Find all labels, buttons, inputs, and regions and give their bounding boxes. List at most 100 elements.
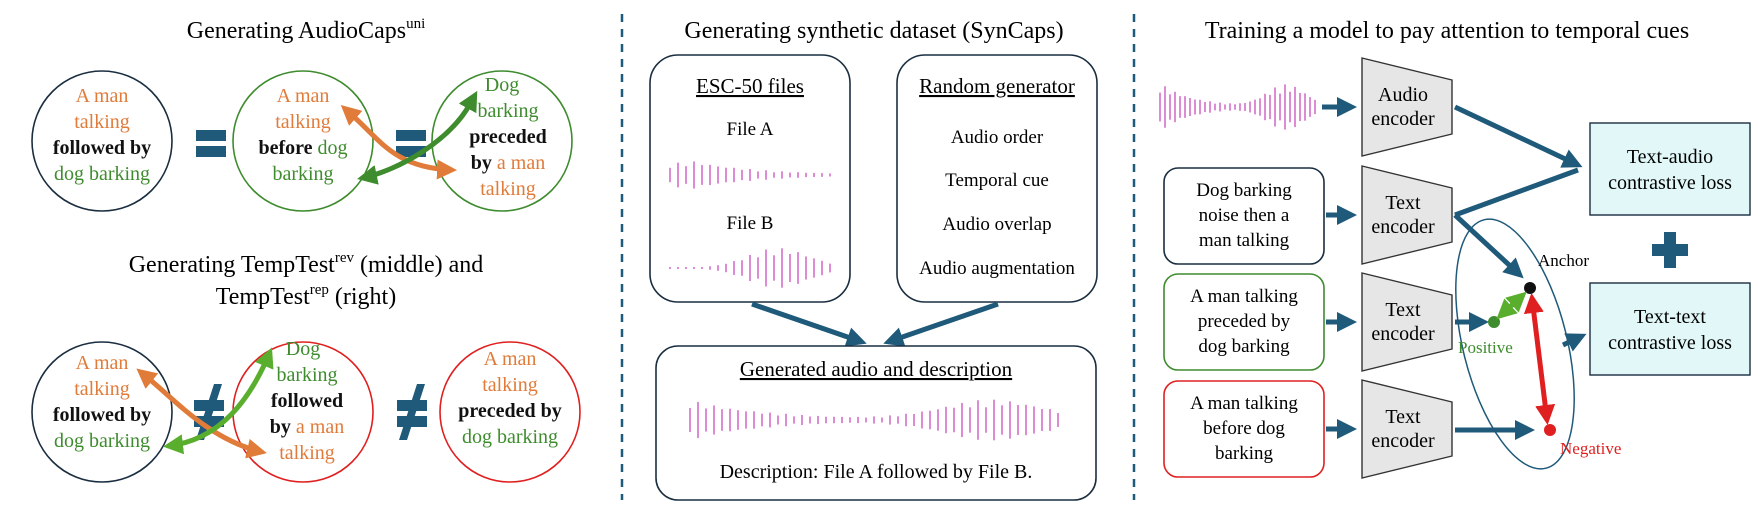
negative-point <box>1544 424 1556 436</box>
text-audio-loss-label-1: Text-audio <box>1627 146 1713 168</box>
caption-negative-line2: before dog <box>1203 418 1285 439</box>
circle-f-line1: A man <box>484 348 537 370</box>
circle-b-line4: barking <box>272 163 333 185</box>
circle-original-caption <box>31 70 173 212</box>
waveform-file-b <box>669 248 831 288</box>
text-text-loss-label-1: Text-text <box>1634 306 1706 328</box>
generator-item-audio-augmentation: Audio augmentation <box>919 258 1075 279</box>
circle-d-line1: A man <box>76 352 129 374</box>
generator-item-audio-overlap: Audio overlap <box>942 214 1051 235</box>
circle-a-line2: talking <box>74 111 130 133</box>
circle-f-line2: talking <box>482 374 538 396</box>
waveform-generated <box>689 399 1059 441</box>
circle-b-line2: talking <box>275 111 331 133</box>
caption-box-positive <box>1163 273 1325 371</box>
not-equal-icon <box>397 384 427 440</box>
arrow-text-to-anchor <box>1453 213 1524 279</box>
text-encoder-3-label-2: encoder <box>1371 430 1435 452</box>
circle-temptest-rep <box>439 341 581 483</box>
arrow-anchor-positive <box>1496 291 1527 320</box>
waveform-input-audio <box>1159 84 1316 130</box>
caption-positive-line2: preceded by <box>1198 311 1291 332</box>
caption-anchor-line1: Dog barking <box>1196 180 1292 201</box>
text-encoder-2 <box>1361 272 1453 372</box>
circle-e-line1: Dog <box>286 338 320 360</box>
caption-negative-line1: A man talking <box>1190 393 1298 414</box>
anchor-point <box>1524 282 1536 294</box>
text-encoder-1-label-2: encoder <box>1371 216 1435 238</box>
arrow-anchor-negative <box>1523 293 1556 425</box>
audio-encoder <box>1361 57 1453 157</box>
arrow-text-to-loss <box>1454 167 1579 218</box>
audio-encoder-label-1: Audio <box>1378 84 1428 106</box>
negative-label: Negative <box>1560 439 1621 458</box>
generator-item-audio-order: Audio order <box>951 127 1044 148</box>
circle-c-line2: barking <box>477 100 538 122</box>
generated-output-box <box>655 345 1097 501</box>
circle-c-line1: Dog <box>485 74 519 96</box>
circle-d-line4: dog barking <box>54 430 150 452</box>
circle-f-line3: preceded by <box>458 400 562 422</box>
swap-arrow-green-bottom <box>163 347 274 455</box>
circle-e-line4: by a man <box>270 416 344 438</box>
plus-icon <box>1652 232 1688 268</box>
caption-box-negative <box>1163 380 1325 478</box>
generator-title: Random generator <box>919 74 1075 98</box>
circle-c-line4: by a man <box>471 152 545 174</box>
file-b-label: File B <box>727 213 774 234</box>
panel-audiocaps-uni: Generating AudioCapsuni A man talking fo… <box>31 16 573 212</box>
text-encoder-3 <box>1361 379 1453 479</box>
generator-item-temporal-cue: Temporal cue <box>945 170 1049 191</box>
anchor-label: Anchor <box>1538 251 1589 270</box>
caption-positive-line3: dog barking <box>1198 336 1290 357</box>
caption-positive-line1: A man talking <box>1190 286 1298 307</box>
circle-d-line2: talking <box>74 378 130 400</box>
panel-temptest: Generating TempTestrev (middle) and Temp… <box>31 250 581 483</box>
circle-a-line1: A man <box>76 85 129 107</box>
caption-box-anchor <box>1163 167 1325 265</box>
circle-c-line5: talking <box>480 178 536 200</box>
text-text-loss-box <box>1589 282 1751 376</box>
caption-anchor-line2: noise then a <box>1199 205 1290 226</box>
positive-point <box>1488 316 1500 328</box>
text-encoder-3-label-1: Text <box>1385 406 1421 428</box>
esc50-title: ESC-50 files <box>696 74 804 98</box>
output-title: Generated audio and description <box>740 357 1013 381</box>
panel2-title: Generating synthetic dataset (SynCaps) <box>684 18 1063 44</box>
text-audio-loss-box <box>1589 122 1751 216</box>
circle-f-line4: dog barking <box>462 426 558 448</box>
circle-b-line1: A man <box>277 85 330 107</box>
arrow-to-text-text-loss <box>1561 333 1587 352</box>
panel1-title2-line1: Generating TempTestrev (middle) and <box>129 250 484 278</box>
circle-e-line2: barking <box>276 364 337 386</box>
file-a-label: File A <box>727 119 774 140</box>
embedding-space-ellipse <box>1455 218 1575 470</box>
arrow-audio-to-loss <box>1453 104 1583 168</box>
text-audio-loss-label-2: contrastive loss <box>1608 172 1732 194</box>
waveform-file-a <box>669 161 831 189</box>
text-text-loss-label-2: contrastive loss <box>1608 332 1732 354</box>
equals-icon <box>196 130 226 157</box>
panel-training: Training a model to pay attention to tem… <box>1159 18 1751 479</box>
text-encoder-1 <box>1361 165 1453 265</box>
circle-a-line4: dog barking <box>54 163 150 185</box>
arrow-generator-to-output <box>883 301 999 347</box>
circle-b-line3: before dog <box>258 137 347 159</box>
text-encoder-2-label-2: encoder <box>1371 323 1435 345</box>
text-encoder-1-label-1: Text <box>1385 192 1421 214</box>
panel-syncaps: Generating synthetic dataset (SynCaps) E… <box>649 18 1098 501</box>
output-description: Description: File A followed by File B. <box>720 461 1033 483</box>
circle-e-line5: talking <box>279 442 335 464</box>
swap-arrow-green <box>357 90 478 185</box>
caption-negative-line3: barking <box>1215 443 1274 464</box>
audio-encoder-label-2: encoder <box>1371 108 1435 130</box>
panel1-title: Generating AudioCapsuni <box>187 16 425 44</box>
circle-c-line3: preceded <box>469 126 546 148</box>
panel1-title2-line2: TempTestrep (right) <box>216 282 396 310</box>
arrow-esc-to-output <box>751 301 867 347</box>
circle-e-line3: followed <box>271 390 343 412</box>
positive-label: Positive <box>1458 338 1513 357</box>
caption-anchor-line3: man talking <box>1199 230 1290 251</box>
